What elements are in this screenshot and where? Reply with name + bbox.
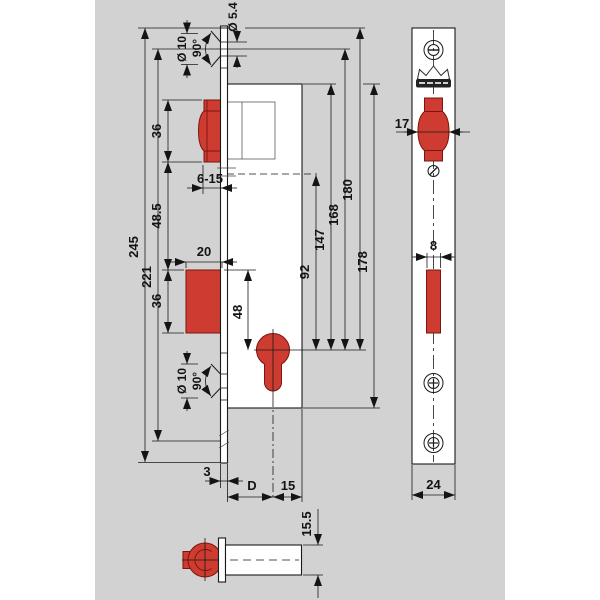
dim-8-lines bbox=[412, 253, 455, 268]
dim-24-label: 24 bbox=[426, 477, 441, 492]
dim-15-label: 15 bbox=[281, 478, 295, 493]
bottom-view: 15.5 bbox=[182, 509, 323, 598]
dim-6-15-label: 6-15 bbox=[197, 171, 223, 186]
dim-90deg-bottom-label: 90° bbox=[190, 372, 204, 390]
deadbolt-front bbox=[426, 269, 441, 334]
latch-bolt-front bbox=[417, 97, 450, 162]
dim-48-5-label: 48.5 bbox=[149, 203, 164, 228]
faceplate-side bbox=[218, 25, 230, 464]
countersink-bottom bbox=[201, 363, 221, 399]
screw-middle bbox=[423, 373, 444, 393]
dim-48-label: 48 bbox=[230, 305, 245, 319]
latch-bolt-side bbox=[197, 99, 222, 163]
screw-bottom bbox=[423, 433, 444, 453]
dim-24-lines bbox=[411, 465, 456, 500]
screw-top bbox=[423, 40, 444, 60]
follower-axis bbox=[217, 167, 317, 177]
dim-dia10-bottom-label: Ø 10 bbox=[175, 368, 189, 394]
deadbolt-side bbox=[185, 269, 223, 334]
dim-180-label: 180 bbox=[340, 179, 355, 201]
faceplate-bottom-section bbox=[217, 537, 227, 583]
cylinder-side bbox=[254, 329, 366, 500]
dim-178-label: 178 bbox=[355, 251, 370, 273]
dim-8-label: 8 bbox=[430, 238, 437, 253]
dim-245-label: 245 bbox=[126, 236, 141, 258]
dim-147-label: 147 bbox=[312, 229, 327, 251]
screw-small bbox=[427, 165, 440, 177]
dim-36-latch-label: 36 bbox=[149, 124, 164, 138]
dim-17-label: 17 bbox=[395, 116, 409, 131]
side-view: 245 221 36 48.5 36 6-15 20 48 92 147 168… bbox=[126, 2, 380, 502]
crown-logo bbox=[416, 65, 451, 88]
dimension-lines bbox=[141, 20, 378, 501]
dim-36-bolt-label: 36 bbox=[149, 294, 164, 308]
dim-3-label: 3 bbox=[203, 464, 210, 479]
dim-dia10-top-label: Ø 10 bbox=[175, 36, 189, 62]
front-view: 17 8 bbox=[395, 27, 470, 500]
dim-15-5-label: 15.5 bbox=[299, 511, 314, 536]
dim-221-label: 221 bbox=[139, 266, 154, 288]
dim-15-5-lines bbox=[303, 509, 323, 598]
dim-92-label: 92 bbox=[297, 265, 312, 279]
dim-168-label: 168 bbox=[326, 204, 341, 226]
dim-dia5-4-label: Ø 5.4 bbox=[226, 2, 240, 32]
dim-D-label: D bbox=[247, 478, 256, 493]
dim-90deg-top-label: 90° bbox=[190, 39, 204, 57]
dim-20-label: 20 bbox=[197, 244, 211, 259]
